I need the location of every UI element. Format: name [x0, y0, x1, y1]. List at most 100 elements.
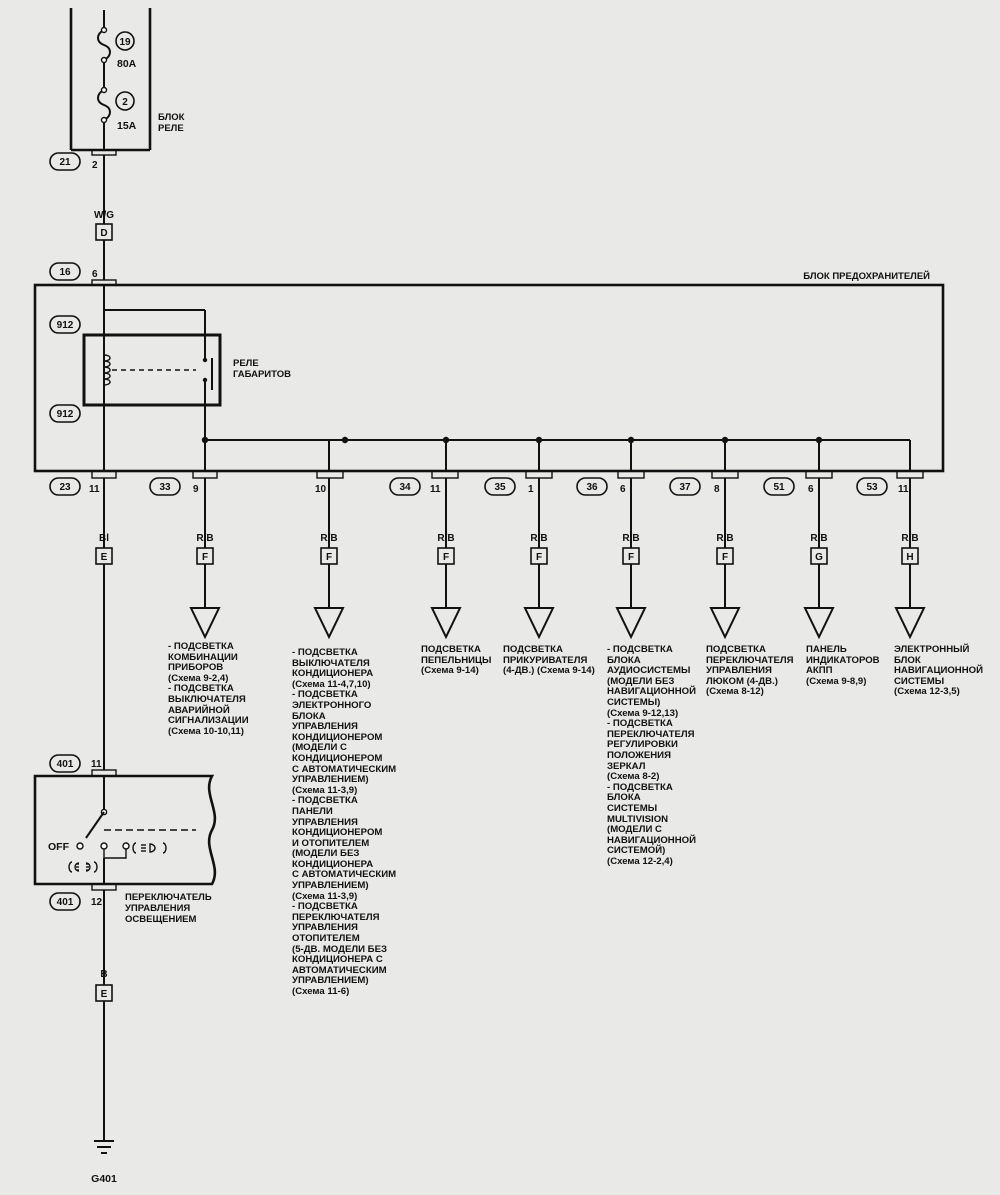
- pin-number: 2: [92, 160, 98, 171]
- load-description-line: БЛОКА: [607, 792, 641, 804]
- load-description-line: ЛЮКОМ (4-ДВ.): [706, 675, 778, 687]
- load-description-line: (Схема 8-12): [706, 686, 764, 698]
- light-switch: 401 11 OFF: [33, 754, 217, 925]
- fuse-block-title: БЛОК ПРЕДОХРАНИТЕЛЕЙ: [803, 270, 930, 282]
- connector-letter: H: [906, 552, 913, 563]
- light-switch-label: УПРАВЛЕНИЯ: [125, 903, 190, 914]
- switch-lever: [85, 811, 105, 839]
- wire-color: R/B: [437, 533, 454, 544]
- load-description-line: (Схема 12-3,5): [894, 686, 960, 698]
- load-description-line: БЛОКА: [607, 654, 641, 666]
- load-arrow: [430, 607, 462, 640]
- pin-number: 11: [430, 484, 441, 495]
- load-description-line: УПРАВЛЕНИЕМ): [292, 774, 369, 786]
- connector-badge: [49, 262, 81, 281]
- load-description-line: КОНДИЦИОНЕРОМ: [292, 752, 383, 764]
- load-description-line: (Схема 8-2): [607, 771, 660, 783]
- connector-badge: [49, 892, 81, 911]
- connector-id: 37: [679, 482, 691, 493]
- switch-contact: [100, 842, 108, 850]
- connector-letter: F: [443, 552, 449, 563]
- load-description-line: MULTIVISION: [607, 813, 669, 825]
- load-description-line: БЛОКА: [292, 710, 326, 722]
- load-description-line: - ПОДСВЕТКА: [607, 644, 673, 655]
- pin-number: 6: [620, 484, 626, 495]
- load-description-line: С АВТОМАТИЧЕСКИМ: [292, 763, 397, 775]
- connector-badge: [49, 152, 81, 171]
- load-description-line: КОНДИЦИОНЕРОМ: [292, 827, 383, 839]
- load-description-line: КОНДИЦИОНЕРА: [292, 858, 374, 870]
- connector-letter: F: [202, 552, 208, 563]
- load-description-line: - ПОДСВЕТКА: [292, 795, 358, 807]
- load-description-line: УПРАВЛЕНИЯ: [706, 665, 772, 677]
- load-description-line: ВЫКЛЮЧАТЕЛЯ: [168, 693, 246, 705]
- load-arrow: [523, 607, 555, 640]
- wire-wg: W/G D: [94, 155, 114, 280]
- load-description-line: (Схема 10-10,11): [168, 725, 244, 737]
- load-description-line: СИСТЕМЫ: [607, 802, 658, 814]
- load-description-line: УПРАВЛЕНИЯ: [292, 721, 358, 733]
- load-description-line: - ПОДСВЕТКА: [292, 689, 358, 701]
- fuse-block: БЛОК ПРЕДОХРАНИТЕЛЕЙ 16 6 912 912: [33, 262, 945, 473]
- switch-contact: [76, 842, 84, 850]
- load-description-line: УПРАВЛЕНИЕМ): [292, 975, 369, 987]
- fuse-rating: 80A: [117, 58, 137, 70]
- connector-id: 401: [57, 897, 74, 908]
- connector-badge: [484, 477, 516, 496]
- load-description-line: (4-ДВ.) (Схема 9-14): [503, 665, 595, 677]
- parking-lights-icon: [68, 861, 98, 873]
- load-description-line: ПАНЕЛИ: [292, 805, 333, 817]
- load-description-line: УПРАВЛЕНИЯ: [292, 816, 358, 828]
- relay-coil: [103, 354, 111, 386]
- connector-badge: [856, 477, 888, 496]
- load-description-line: (Схема 9-12,13): [607, 707, 679, 719]
- output-branch: R/B F: [189, 478, 221, 640]
- output-branch: R/B F: [615, 478, 647, 640]
- connector-badge: [763, 477, 795, 496]
- load-description-line: НАВИГАЦИОННОЙ: [607, 834, 697, 846]
- load-description-line: НАВИГАЦИОННОЙ: [607, 686, 697, 698]
- relay-label: РЕЛЕ: [233, 358, 259, 369]
- load-description-line: ЭЛЕКТРОННЫЙ: [894, 644, 970, 655]
- load-description-line: АВТОМАТИЧЕСКИМ: [292, 964, 387, 976]
- load-description-line: ПРИКУРИВАТЕЛЯ: [503, 654, 588, 666]
- load-description-line: АКПП: [806, 665, 833, 677]
- switch-contact: [122, 842, 130, 850]
- fuse-number-badge: [115, 31, 135, 51]
- fuse-block-outline: [33, 283, 945, 473]
- load-description-line: ОТОПИТЕЛЕМ: [292, 933, 360, 945]
- load-description-line: (МОДЕЛИ С: [292, 742, 347, 754]
- load-description-line: СИСТЕМЫ: [894, 675, 945, 687]
- connector-badge: [389, 477, 421, 496]
- connector-letter: F: [722, 552, 728, 563]
- wire-color: R/B: [320, 533, 337, 544]
- load-description-line: - ПОДСВЕТКА: [607, 781, 673, 793]
- wire-color: R/B: [530, 533, 547, 544]
- fuse-block-bottom-pins: 23 11 33 9 10 34 11 35 1 36 6 37 8 51 6 …: [49, 470, 924, 496]
- connector-id: 33: [159, 482, 171, 493]
- fuse-number: 2: [122, 97, 128, 108]
- connector-badge: [49, 404, 81, 423]
- output-branch: R/B F: [430, 478, 462, 640]
- wire-color: Bl: [99, 533, 109, 544]
- wire-color: R/B: [622, 533, 639, 544]
- load-description-line: - ПОДСВЕТКА: [168, 683, 234, 695]
- load-description-line: (Схема 12-2,4): [607, 855, 673, 867]
- load-description-line: УПРАВЛЕНИЯ: [292, 922, 358, 934]
- wire-color: B: [100, 969, 107, 980]
- connector-badge: [576, 477, 608, 496]
- load-description-line: ПЕРЕКЛЮЧАТЕЛЯ: [292, 911, 380, 923]
- load-arrow: [615, 607, 647, 640]
- connector-letter: D: [100, 228, 107, 239]
- load-description-line: ПЕРЕКЛЮЧАТЕЛЯ: [706, 654, 794, 666]
- fuse-number-badge: [115, 91, 135, 111]
- load-description-line: АУДИОСИСТЕМЫ: [607, 665, 691, 677]
- load-description-line: НАВИГАЦИОННОЙ: [894, 665, 984, 677]
- connector-id: 16: [59, 267, 71, 278]
- connector-id: 36: [586, 482, 598, 493]
- load-description-line: (Схема 9-2,4): [168, 672, 229, 684]
